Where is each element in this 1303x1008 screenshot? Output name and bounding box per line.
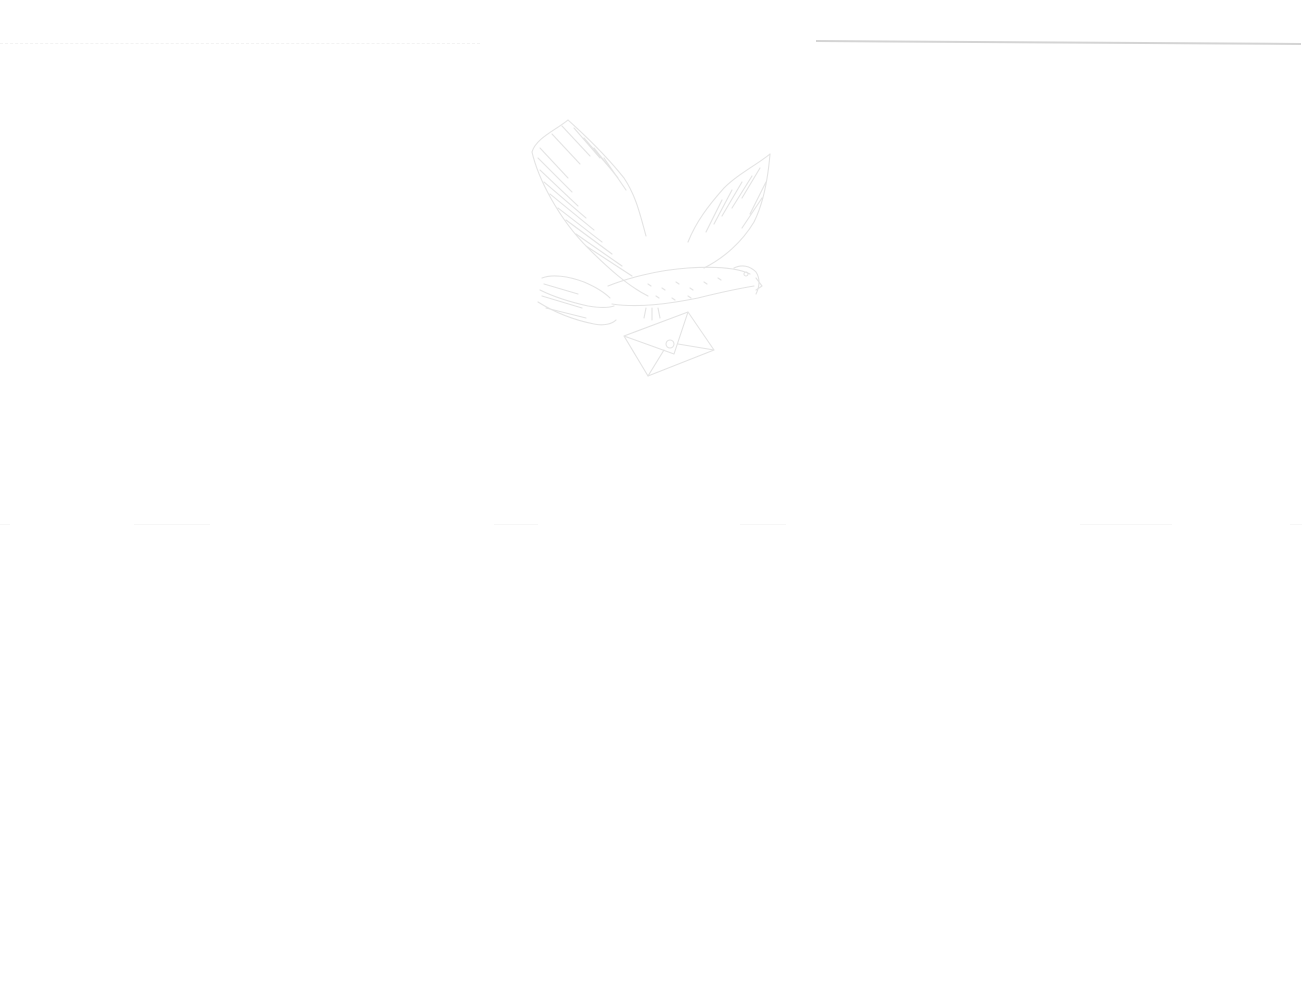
faint-dashed-line	[0, 43, 480, 44]
fold-mark	[740, 524, 786, 525]
fold-mark	[1080, 524, 1172, 525]
fold-mark	[494, 524, 538, 525]
fold-mark	[0, 524, 10, 525]
fold-mark	[134, 524, 210, 525]
eagle-envelope-watermark-icon	[528, 118, 774, 382]
fold-mark	[1290, 524, 1302, 525]
top-rule-line	[815, 40, 1301, 45]
